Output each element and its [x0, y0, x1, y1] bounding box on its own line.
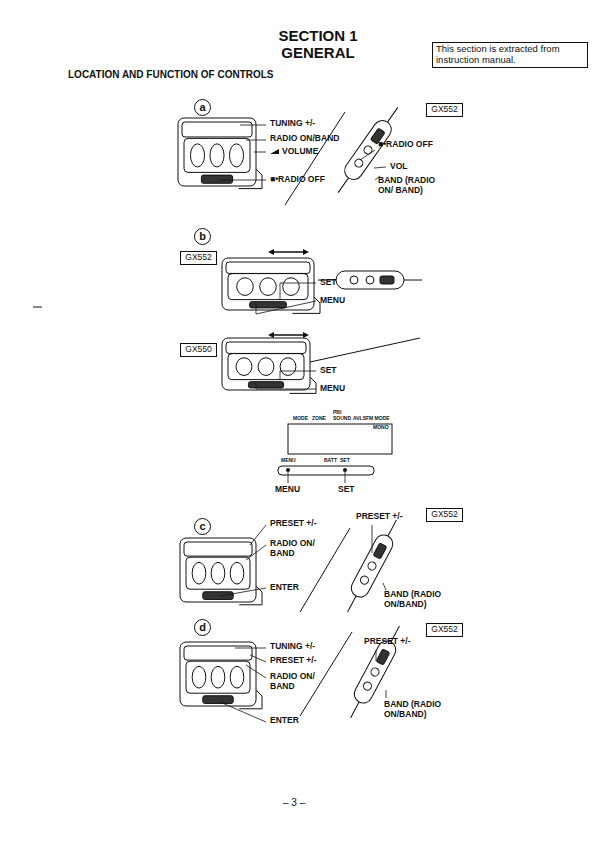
control-label: BAND (RADIO ON/BAND) — [384, 590, 474, 610]
control-label: MENU — [281, 458, 296, 464]
leader-line — [345, 472, 346, 483]
control-label: SET — [338, 485, 355, 495]
model-tag: GX552 — [426, 623, 463, 637]
leader-line — [280, 283, 316, 300]
model-tag: GX552 — [426, 508, 463, 522]
section-title: SECTION 1 GENERAL — [268, 27, 368, 62]
node-text: GX552 — [430, 510, 459, 520]
slide-arrow — [272, 334, 305, 336]
control-label: ZONE — [312, 416, 326, 422]
leader-line — [250, 525, 266, 545]
node-text: b — [199, 230, 206, 243]
control-label: ■•RADIO OFF — [378, 140, 433, 150]
volume-symbol — [270, 149, 279, 154]
control-label: SET — [340, 458, 350, 464]
walkman-drawing — [222, 258, 320, 313]
control-label: MONO — [373, 425, 389, 431]
control-label: VOLUME — [282, 147, 318, 157]
leader-line — [288, 472, 289, 483]
section-heading: LOCATION AND FUNCTION OF CONTROLS — [68, 69, 274, 81]
remote-control — [318, 271, 422, 289]
node-text: This section is extracted from instructi… — [436, 44, 584, 66]
walkman-drawing — [178, 118, 262, 189]
walkman-drawing — [222, 338, 316, 393]
node-text: GX550 — [184, 345, 213, 355]
callout-letter: d — [194, 619, 211, 636]
lcd-display — [288, 424, 392, 454]
leader-line — [220, 702, 266, 722]
callout-letter: a — [194, 99, 211, 116]
leader-line — [220, 588, 266, 596]
headphone-wire — [310, 338, 420, 362]
control-label: BAND (RADIO ON/BAND) — [384, 700, 474, 720]
control-label: MENU — [320, 296, 345, 306]
control-label: SET — [320, 278, 337, 288]
control-label: MODE — [293, 416, 308, 422]
model-tag: GX552 — [426, 103, 463, 117]
walkman-drawing — [180, 538, 262, 605]
leader-line — [360, 150, 375, 160]
node-text: GX552 — [430, 105, 459, 115]
control-label: TUNING +/- — [270, 642, 315, 652]
callout-letter: c — [194, 518, 211, 535]
leader-line — [220, 180, 266, 181]
control-label: RADIO ON/BAND — [270, 134, 339, 144]
control-label: AVLS — [353, 416, 366, 422]
leader-line — [246, 140, 266, 141]
control-label: BAND (RADIO ON/ BAND) — [378, 176, 436, 196]
arrow-head — [268, 249, 309, 338]
control-label: ENTER — [270, 583, 299, 593]
note-box: This section is extracted from instructi… — [432, 42, 588, 68]
slide-arrow — [272, 251, 305, 253]
control-label: MENU — [275, 485, 300, 495]
leader-line — [256, 301, 316, 314]
control-label: ■•RADIO OFF — [270, 175, 325, 185]
leader-line — [386, 690, 387, 698]
node-text: GX552 — [184, 253, 213, 263]
node-text: GX552 — [430, 625, 459, 635]
leader-line — [376, 650, 377, 661]
walkman-drawing — [180, 642, 262, 709]
control-label: SOUND — [333, 416, 351, 422]
leader-line — [280, 371, 316, 380]
leader-line — [256, 382, 316, 389]
callout-letter: b — [194, 228, 211, 245]
control-label: PRESET +/- — [364, 637, 411, 647]
node-text: d — [199, 621, 206, 634]
button — [343, 468, 347, 472]
model-tag: GX552 — [180, 251, 217, 265]
control-label: PRESET +/- — [356, 512, 403, 522]
control-label: ENTER — [270, 716, 299, 726]
control-label: PBI — [333, 410, 341, 416]
leader-line — [250, 655, 266, 662]
leader-line — [246, 545, 266, 560]
leader-line — [235, 648, 266, 649]
leader-line — [372, 525, 373, 553]
control-label: TUNING +/- — [270, 119, 315, 129]
button — [286, 468, 290, 472]
leader-line — [246, 665, 266, 678]
leader-line — [383, 583, 386, 590]
control-label: MENU — [320, 384, 345, 394]
control-label: RADIO ON/ BAND — [270, 539, 320, 559]
button-strip — [278, 466, 374, 475]
control-label: RADIO ON/ BAND — [270, 672, 320, 692]
leader-line — [254, 152, 266, 153]
node-text: c — [199, 520, 205, 533]
control-label: PRESET +/- — [270, 656, 317, 666]
control-label: SET — [320, 366, 337, 376]
control-label: PRESET +/- — [270, 519, 317, 529]
leader-line — [374, 167, 386, 168]
node-text: a — [199, 101, 205, 114]
model-tag: GX550 — [180, 343, 217, 357]
control-label: BATT — [324, 458, 337, 464]
page-number: – 3 – — [283, 797, 305, 809]
leader-line — [240, 125, 266, 126]
control-label: FM MODE — [366, 416, 390, 422]
control-label: VOL — [390, 162, 407, 172]
margin-mark — [33, 307, 42, 308]
